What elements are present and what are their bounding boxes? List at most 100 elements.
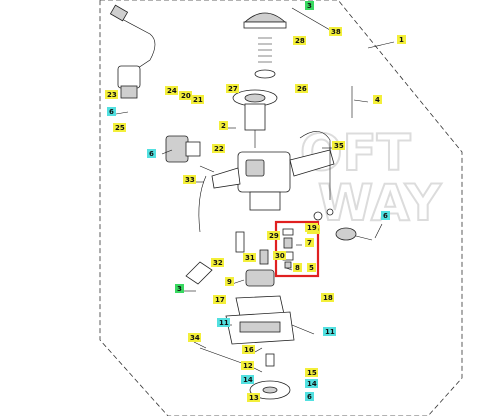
callout-highlight	[183, 175, 196, 184]
callout-label: 3	[307, 2, 312, 10]
callout-label: 16	[244, 346, 254, 354]
callout-highlight	[107, 107, 116, 116]
callout-c22: 22	[212, 144, 225, 153]
callout-c20: 20	[179, 91, 192, 100]
callout-highlight	[397, 35, 406, 44]
callout-label: 26	[297, 85, 307, 93]
callout-c30: 30	[273, 251, 286, 260]
piston-diaphragm	[232, 89, 278, 148]
callout-highlight	[321, 293, 334, 302]
vent-hose	[198, 175, 207, 233]
main-jet-highlight-box	[274, 220, 320, 278]
top-cap-spring	[243, 12, 287, 79]
callout-label: 8	[295, 264, 300, 272]
callout-label: 4	[375, 96, 380, 104]
callout-label: 22	[214, 145, 224, 153]
drain-tube	[299, 131, 331, 200]
callout-highlight	[105, 90, 118, 99]
callout-highlight	[247, 393, 260, 402]
callout-label: 3	[177, 285, 182, 293]
callout-c14a: 14	[241, 375, 254, 384]
callout-highlight	[305, 368, 318, 377]
top-screw	[291, 7, 331, 31]
callout-highlight	[188, 333, 201, 342]
callout-highlight	[305, 223, 318, 232]
callout-c6d: 6	[305, 392, 314, 401]
callout-highlight	[305, 1, 314, 10]
callout-c14b: 14	[305, 379, 318, 388]
assembly-outline	[99, 0, 463, 416]
callout-highlight	[242, 345, 255, 354]
float-bowl	[225, 311, 295, 345]
callout-highlight	[305, 238, 314, 247]
callout-label: 1	[399, 36, 404, 44]
callout-c3b: 3	[305, 1, 314, 10]
callout-highlight	[267, 231, 280, 240]
callout-label: 15	[307, 369, 317, 377]
callout-label: 27	[228, 85, 238, 93]
callout-label: 12	[243, 362, 253, 370]
callout-highlight	[219, 121, 228, 130]
callout-highlight	[329, 27, 342, 36]
callout-highlight	[213, 295, 226, 304]
callout-label: 11	[219, 319, 229, 327]
callout-label: 7	[307, 239, 312, 247]
callout-highlight	[225, 277, 234, 286]
callout-highlight	[191, 95, 204, 104]
callout-label: 14	[243, 376, 253, 384]
callout-label: 9	[227, 278, 232, 286]
callout-highlight	[293, 36, 306, 45]
callout-c23: 23	[105, 90, 118, 99]
callout-c27: 27	[226, 84, 239, 93]
callout-highlight	[373, 95, 382, 104]
callout-label: 23	[107, 91, 117, 99]
callout-label: 18	[323, 294, 333, 302]
callout-c5: 5	[307, 263, 316, 272]
callout-highlight	[147, 149, 156, 158]
callout-highlight	[211, 258, 224, 267]
callout-label: 6	[109, 108, 114, 116]
callout-highlight	[295, 84, 308, 93]
callout-c6c: 6	[381, 211, 390, 220]
callout-label: 33	[185, 176, 195, 184]
callout-c15: 15	[305, 368, 318, 377]
callout-c18: 18	[321, 293, 334, 302]
callout-label: 20	[181, 92, 191, 100]
choke-cable-assembly	[109, 4, 156, 99]
callout-c19: 19	[305, 223, 318, 232]
callout-highlight	[113, 123, 126, 132]
carburetor-body	[211, 149, 335, 211]
callout-label: 6	[383, 212, 388, 220]
callout-highlight	[165, 86, 178, 95]
callout-c8: 8	[293, 263, 302, 272]
callout-c2: 2	[219, 121, 228, 130]
callout-highlight	[293, 263, 302, 272]
watermark-line2: WAY	[318, 174, 442, 232]
callout-highlight	[212, 144, 225, 153]
callout-label: 14	[307, 380, 317, 388]
callout-c35: 35	[332, 141, 345, 150]
callout-label: 13	[249, 394, 259, 402]
callout-c12: 12	[241, 361, 254, 370]
callout-c21: 21	[191, 95, 204, 104]
callout-c34: 34	[188, 333, 201, 342]
callout-label: 30	[275, 252, 285, 260]
callout-c33: 33	[183, 175, 196, 184]
callout-highlight	[226, 84, 239, 93]
callout-label: 17	[215, 296, 225, 304]
pilot-jet-parts	[235, 231, 269, 265]
callout-label: 6	[149, 150, 154, 158]
callout-c3: 3	[175, 284, 184, 293]
callout-highlight	[323, 327, 336, 336]
starter-plunger	[165, 135, 201, 163]
callout-c17: 17	[213, 295, 226, 304]
callout-label: 28	[295, 37, 305, 45]
callout-c24: 24	[165, 86, 178, 95]
callout-c26: 26	[295, 84, 308, 93]
callout-label: 31	[245, 254, 255, 262]
callout-label: 2	[221, 122, 226, 130]
callout-highlight	[179, 91, 192, 100]
callout-c25: 25	[113, 123, 126, 132]
callout-label: 34	[190, 334, 200, 342]
